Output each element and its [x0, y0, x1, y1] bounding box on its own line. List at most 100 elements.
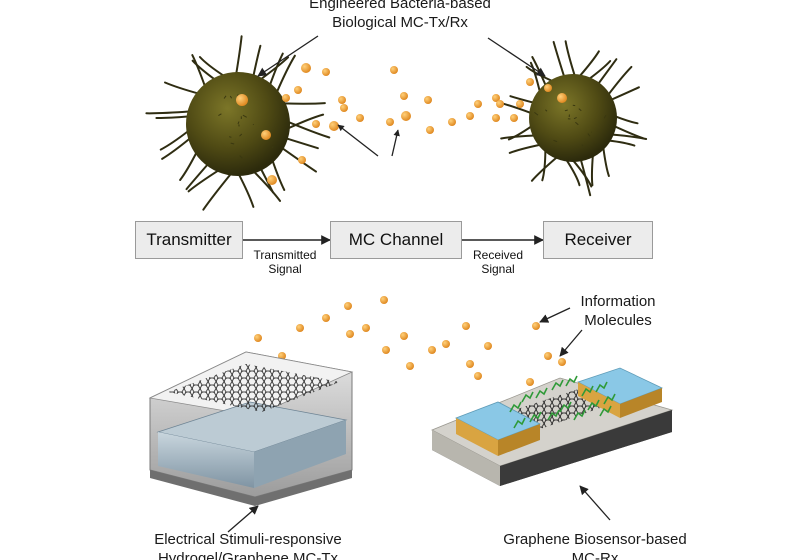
information-molecule [340, 104, 348, 112]
left-bacterium-flagellum [161, 136, 192, 160]
right-bacterium-surface-texture [578, 108, 582, 112]
arrow-to-information-molecule-b [559, 329, 583, 357]
right-bacterium-flagellum [613, 115, 639, 125]
information-molecule [298, 156, 306, 164]
arrow-to-mc-tx-label [227, 505, 259, 533]
left-bacterium-flagellum [191, 59, 217, 81]
left-bacterium-surface-texture [239, 155, 243, 159]
receptor-linker [529, 411, 542, 423]
information-molecule [526, 78, 534, 86]
right-bacterium-flagellum [552, 40, 566, 79]
information-molecule [401, 111, 411, 121]
left-bacterium-flagellum [179, 150, 198, 181]
right-bacterium-surface-texture [564, 109, 568, 112]
bacteria-label-line1: Engineered Bacteria-based [309, 0, 491, 12]
information-molecule [428, 346, 436, 354]
information-molecule [236, 94, 248, 106]
received-signal-line2: Signal [481, 262, 515, 276]
left-bacterium-flagellum [284, 137, 319, 150]
arrow-to-molecule-b [391, 129, 400, 157]
right-bacterium-flagellum [587, 60, 612, 81]
right-bacterium-cell-body [529, 74, 617, 162]
information-molecules-label: Information Molecules [580, 292, 655, 330]
right-bacterium-flagellum [509, 95, 536, 104]
left-bacterium-flagellum [159, 129, 190, 151]
information-molecule [400, 332, 408, 340]
information-molecule [254, 334, 262, 342]
right-bacterium-flagellum [607, 65, 633, 97]
information-molecule [532, 322, 540, 330]
right-bacterium-flagellum [530, 155, 559, 182]
information-molecule [261, 130, 271, 140]
arrow-to-information-molecule-a [539, 307, 571, 323]
right-bacterium-flagellum [500, 134, 537, 140]
information-molecule [557, 93, 567, 103]
information-molecule [462, 322, 470, 330]
receptor-linker [603, 393, 616, 405]
receptor-linker [513, 417, 526, 429]
left-bacterium-surface-texture [228, 136, 232, 138]
received-signal-label: Received Signal [473, 248, 523, 276]
left-bacterium-flagellum [286, 113, 325, 130]
left-bacterium-flagellum [271, 158, 286, 191]
left-bacterium-flagellum [275, 54, 296, 94]
information-molecule [426, 126, 434, 134]
receptor-linker [573, 409, 586, 421]
right-bacterium-flagellum [610, 133, 648, 140]
transmitted-signal-label: Transmitted Signal [254, 248, 317, 276]
mc-channel-block: MC Channel [330, 221, 462, 259]
information-molecule [380, 296, 388, 304]
left-bacterium-surface-texture [218, 113, 222, 117]
right-bacterium-flagellum [529, 61, 541, 94]
right-bacterium [500, 40, 648, 197]
information-molecule [344, 302, 352, 310]
left-bacterium-flagellum [145, 110, 192, 115]
information-molecule [484, 342, 492, 350]
annotation-arrows [227, 35, 611, 533]
right-bacterium-flagellum [571, 158, 593, 188]
information-molecule [448, 118, 456, 126]
right-bacterium-surface-texture [575, 121, 579, 126]
left-bacterium-surface-texture [237, 121, 240, 125]
left-bacterium-flagellum [155, 115, 191, 120]
information-molecule [356, 114, 364, 122]
information-molecule [329, 121, 339, 131]
information-molecule [390, 66, 398, 74]
receptor-linker [547, 409, 560, 421]
information-molecule [386, 118, 394, 126]
receptor-linker [559, 401, 572, 413]
receptor-linker [565, 375, 578, 387]
received-signal-line1: Received [472, 248, 524, 262]
receptor-linker [595, 381, 608, 393]
left-bacterium-surface-texture [239, 133, 243, 137]
information-molecule [267, 175, 277, 185]
information-molecule [466, 360, 474, 368]
arrow-to-mc-rx-label [579, 485, 611, 521]
left-bacterium-flagellum [252, 44, 262, 78]
information-molecule [346, 330, 354, 338]
information-molecule [492, 94, 500, 102]
right-bacterium-flagellum [507, 125, 533, 141]
information-molecule [474, 372, 482, 380]
information-molecule [301, 63, 311, 73]
mc-tx-label: Electrical Stimuli-responsive Hydrogel/G… [154, 530, 342, 560]
information-molecule [474, 100, 482, 108]
receptor-linker [581, 385, 594, 397]
information-molecule [400, 92, 408, 100]
receptor-linker [587, 399, 600, 411]
left-bacterium-flagellum [281, 102, 326, 105]
right-bacterium-flagellum [596, 58, 618, 86]
right-bacterium-surface-texture [534, 112, 539, 116]
information-molecule [492, 114, 500, 122]
left-bacterium-flagellum [252, 170, 281, 202]
information-molecule [322, 68, 330, 76]
information-molecule [526, 378, 534, 386]
left-bacterium-flagellum [268, 52, 284, 87]
mc-tx-label-line2: Hydrogel/Graphene MC-Tx [157, 550, 339, 560]
information-molecule [424, 96, 432, 104]
information-molecule [516, 100, 524, 108]
arrow-to-molecule-a [337, 124, 379, 157]
information-label-line2: Molecules [584, 312, 652, 329]
information-molecule [322, 314, 330, 322]
hydrogel-graphene-tx-device [148, 351, 354, 506]
